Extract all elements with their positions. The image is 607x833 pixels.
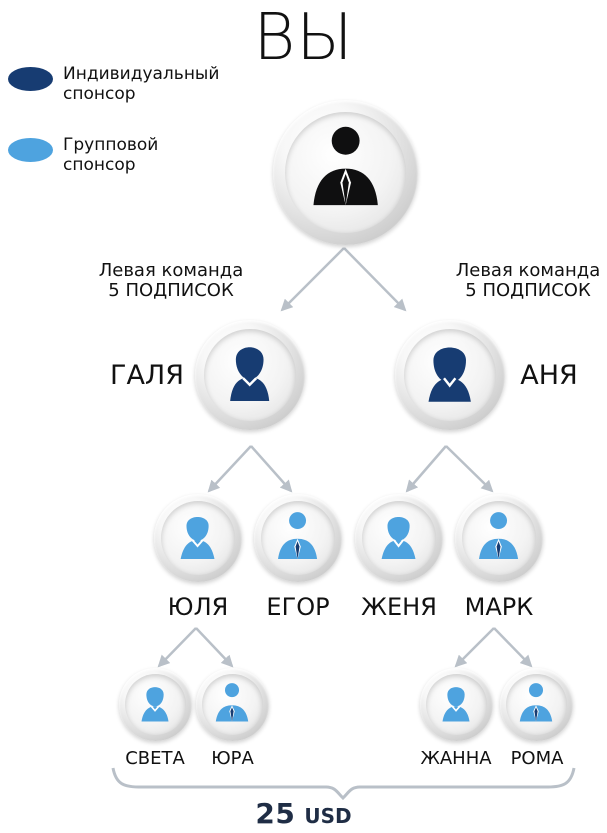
arrow-mark-to-roma [493,627,533,668]
yulya-name: ЮЛЯ [167,593,229,621]
legend-swatch-group [8,138,53,162]
male-silhouette-icon [313,126,378,205]
sveta-name: СВЕТА [125,748,185,769]
female-silhouette-icon [382,516,416,559]
galya-name: ГАЛЯ [110,360,184,391]
bottom-amount-unit: USD [304,804,352,828]
arrow-anya-to-zhenya [405,445,447,493]
anya-avatar [395,320,505,430]
yulya-avatar [154,494,242,582]
right-team-line-2: 5 ПОДПИСОК [465,280,591,301]
egor-avatar [254,494,342,582]
left-team-line-2: 5 ПОДПИСОК [108,280,234,301]
female-silhouette-icon [181,516,215,559]
roma-name: РОМА [510,748,564,769]
female-silhouette-icon [442,687,470,722]
arrow-anya-to-mark [445,445,494,493]
roma-avatar [500,668,573,741]
arrow-galya-to-yulya [207,445,252,493]
arrow-mark-to-zhanna [454,627,495,668]
legend-label-individual: Индивидуальный спонсор [63,64,220,104]
galya-avatar [195,320,305,430]
sveta-avatar [119,668,192,741]
bottom-brace [111,767,576,801]
mark-name: МАРК [464,593,534,621]
anya-name: АНЯ [520,360,578,391]
female-silhouette-icon [230,347,270,401]
arrow-root-to-anya [343,247,407,312]
legend-swatch-individual [8,67,53,91]
bottom-amount: 25 USD [0,797,607,830]
bottom-amount-number: 25 [255,797,296,830]
zhenya-avatar [355,494,443,582]
egor-name: ЕГОР [266,593,330,621]
arrow-yulya-to-sveta [157,627,197,668]
female-silhouette-icon [428,347,472,402]
yura-name: ЮРА [211,748,254,769]
male-silhouette-icon [216,683,249,722]
page-title: ВЫ [253,1,354,75]
left-team-label: Левая команда 5 ПОДПИСОК [86,261,256,301]
male-silhouette-icon [520,683,553,722]
yura-avatar [196,668,269,741]
root-avatar [273,100,418,245]
legend-label-group: Групповой спонсор [63,135,159,175]
arrow-root-to-galya [280,247,345,312]
right-team-label: Левая команда 5 ПОДПИСОК [443,261,607,301]
zhanna-name: ЖАННА [420,748,492,769]
arrow-yulya-to-yura [195,627,234,668]
female-silhouette-icon [141,687,169,722]
right-team-line-1: Левая команда [455,260,601,281]
left-team-line-1: Левая команда [98,260,244,281]
male-silhouette-icon [479,511,519,559]
zhanna-avatar [420,668,493,741]
zhenya-name: ЖЕНЯ [361,593,437,621]
arrow-galya-to-egor [250,445,293,493]
male-silhouette-icon [278,511,318,559]
mark-avatar [455,494,543,582]
